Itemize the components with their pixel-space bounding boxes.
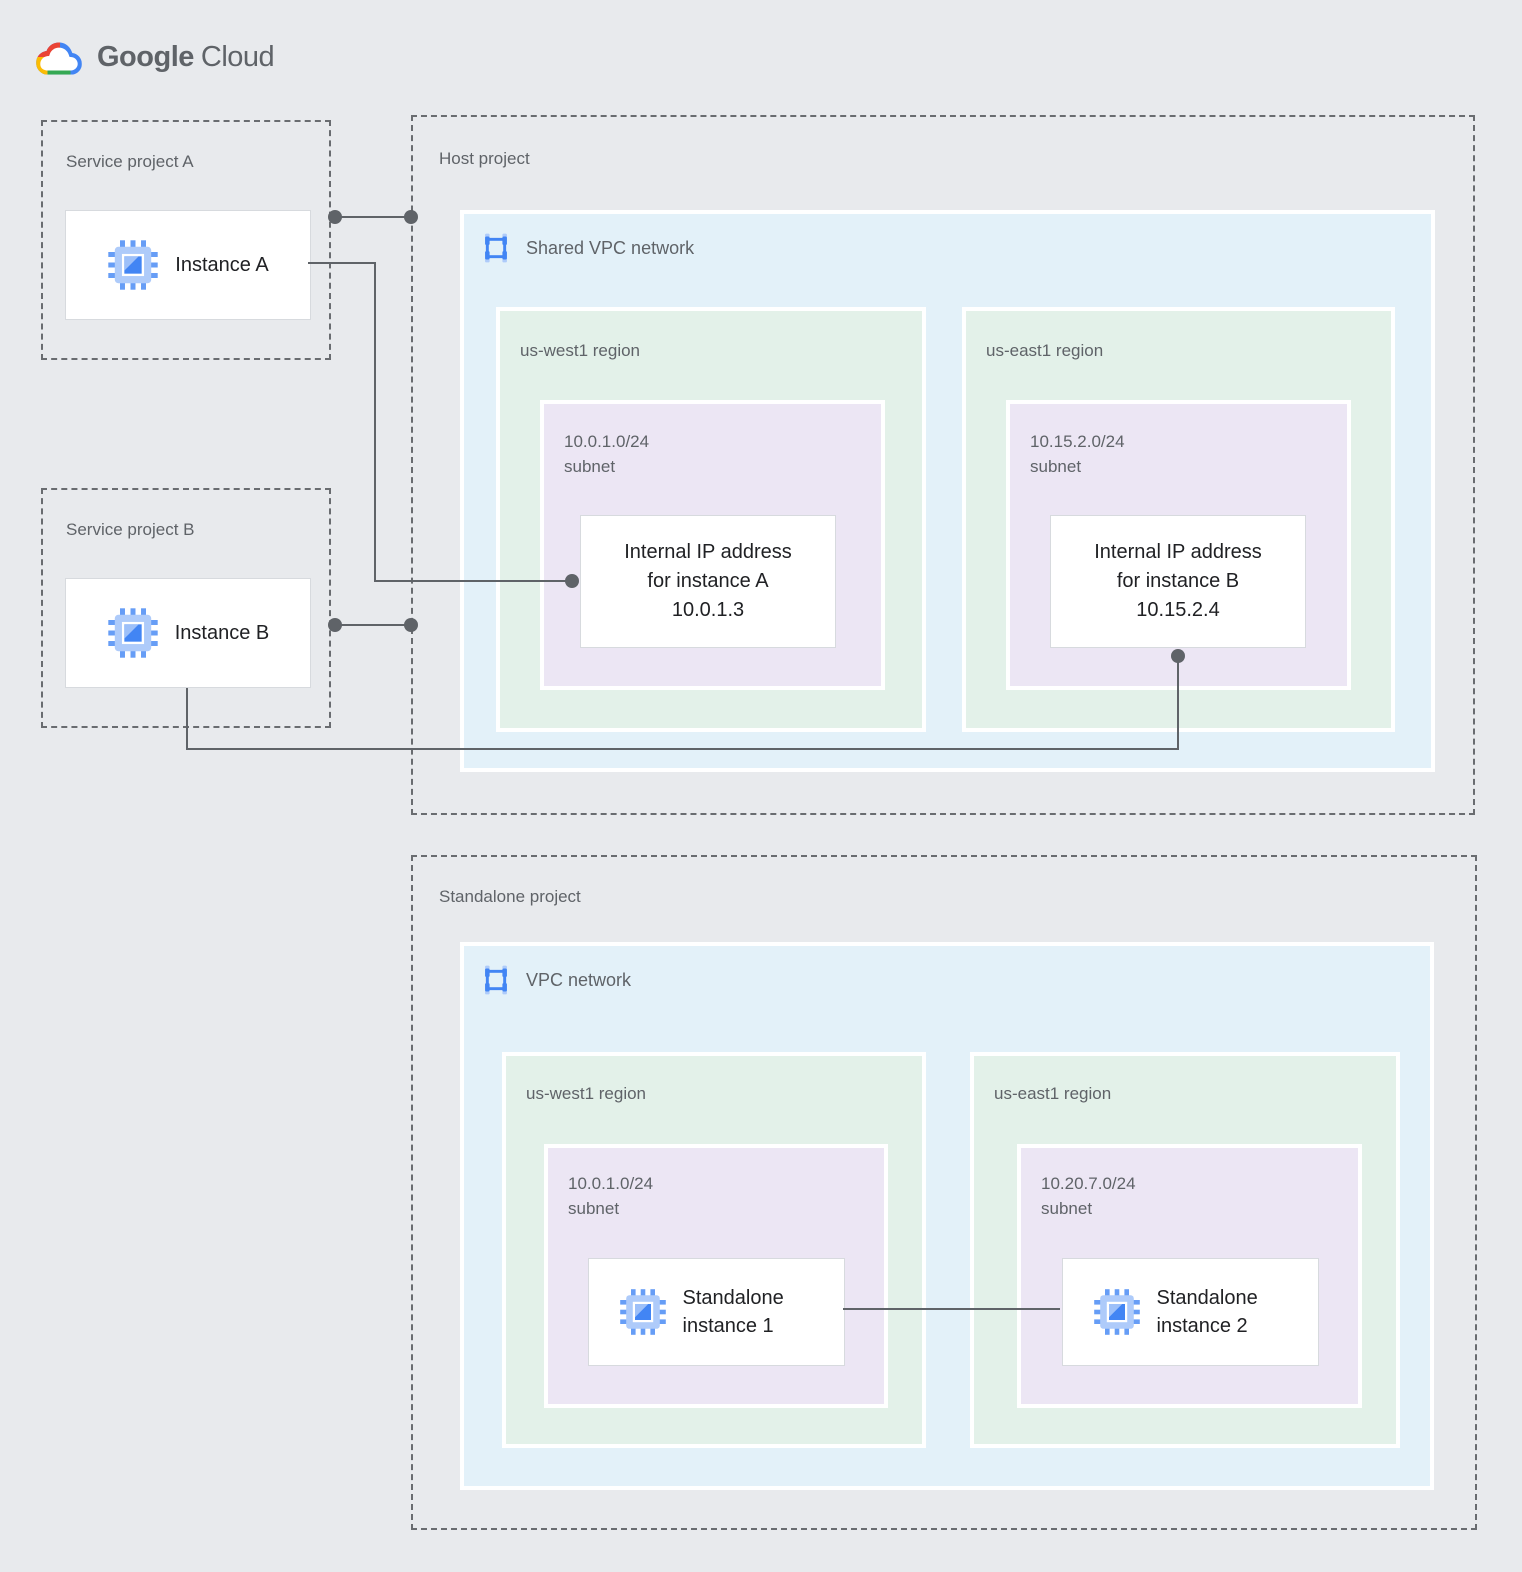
service-project-b-label: Service project B — [66, 520, 195, 539]
instance-a-card: Instance A — [65, 210, 311, 320]
standalone-region-us-east1-label: us-east1 region — [994, 1084, 1112, 1103]
instance-b-card: Instance B — [65, 578, 311, 688]
internal-ip-instance-b-card: Internal IP address for instance B 10.15… — [1050, 515, 1306, 648]
connector-project-b-host — [335, 624, 411, 626]
vpc-network-box: VPC network us-west1 region 10.0.1.0/24 … — [460, 942, 1434, 1490]
ip-card-line-3: 10.0.1.3 — [671, 599, 745, 621]
vpc-network-icon — [485, 233, 507, 263]
host-project-label: Host project — [439, 149, 530, 168]
ip-card-line-1: Internal IP address — [1094, 541, 1262, 563]
instance-b-label: Instance B — [174, 621, 270, 644]
shared-vpc-network-label: Shared VPC network — [526, 237, 695, 258]
compute-engine-icon — [108, 240, 158, 290]
connector-instance-a-segment-1 — [308, 262, 376, 264]
connection-endpoint-dot — [565, 574, 579, 588]
ip-card-line-2: for instance A — [647, 570, 769, 592]
host-subnet-us-west1: 10.0.1.0/24 subnet Internal IP address f… — [540, 400, 885, 690]
standalone-instance-2-card: Standalone instance 2 — [1062, 1258, 1319, 1366]
ip-card-line-2: for instance B — [1116, 570, 1240, 592]
logo-google-word: Google — [97, 40, 194, 73]
connection-endpoint-dot — [404, 618, 418, 632]
connector-instance-b-segment-3 — [1177, 655, 1179, 750]
host-subnet-us-east1: 10.15.2.0/24 subnet Internal IP address … — [1006, 400, 1351, 690]
connector-instance-a-segment-3 — [374, 580, 572, 582]
connection-endpoint-dot — [328, 618, 342, 632]
standalone-instance-2-label: Standalone instance 2 — [1156, 1287, 1258, 1337]
host-region-us-east1: us-east1 region 10.15.2.0/24 subnet Inte… — [962, 307, 1395, 732]
connection-endpoint-dot — [404, 210, 418, 224]
standalone-project-label: Standalone project — [439, 887, 581, 906]
internal-ip-instance-a-card: Internal IP address for instance A 10.0.… — [580, 515, 836, 648]
connector-project-a-host — [335, 216, 411, 218]
vpc-network-header: VPC network — [480, 964, 631, 996]
subnet-word: subnet — [568, 1198, 620, 1218]
google-cloud-logo-icon — [36, 42, 82, 75]
service-project-a-box: Service project A Instance A — [41, 120, 331, 360]
subnet-word: subnet — [1041, 1198, 1093, 1218]
subnet-cidr: 10.20.7.0/24 — [1041, 1174, 1136, 1193]
service-project-a-label: Service project A — [66, 152, 194, 171]
standalone-region-us-east1: us-east1 region 10.20.7.0/24 subnet — [970, 1052, 1400, 1448]
host-subnet-us-west1-label: 10.0.1.0/24 subnet — [564, 430, 649, 479]
connector-standalone-instances — [843, 1308, 1060, 1310]
standalone-region-us-west1-label: us-west1 region — [526, 1084, 647, 1103]
subnet-cidr: 10.0.1.0/24 — [564, 432, 650, 451]
host-subnet-us-east1-label: 10.15.2.0/24 subnet — [1030, 430, 1125, 479]
host-region-us-west1-label: us-west1 region — [520, 341, 641, 360]
standalone-instance-1-card: Standalone instance 1 — [588, 1258, 845, 1366]
subnet-word: subnet — [564, 456, 616, 476]
host-project-box: Host project Shar — [411, 115, 1475, 815]
connector-instance-b-segment-2 — [186, 748, 1179, 750]
subnet-cidr: 10.15.2.0/24 — [1030, 432, 1125, 451]
shared-vpc-network-box: Shared VPC network us-west1 region 10.0.… — [460, 210, 1435, 772]
standalone-subnet-us-west1-label: 10.0.1.0/24 subnet — [568, 1172, 653, 1221]
standalone-project-box: Standalone project — [411, 855, 1477, 1530]
compute-engine-icon — [619, 1289, 666, 1335]
compute-engine-icon — [108, 608, 158, 658]
ip-card-line-3: 10.15.2.4 — [1136, 599, 1220, 621]
connector-instance-a-segment-2 — [374, 262, 376, 582]
connection-endpoint-dot — [1171, 649, 1185, 663]
connector-instance-b-segment-1 — [186, 688, 188, 750]
standalone-subnet-us-east1-label: 10.20.7.0/24 subnet — [1041, 1172, 1136, 1221]
standalone-region-us-west1: us-west1 region 10.0.1.0/24 subnet — [502, 1052, 926, 1448]
shared-vpc-network-header: Shared VPC network — [480, 232, 694, 264]
logo-cloud-word: Cloud — [200, 40, 275, 73]
instance-a-label: Instance A — [175, 253, 269, 276]
compute-engine-icon — [1093, 1289, 1140, 1335]
standalone-instance-1-label: Standalone instance 1 — [682, 1287, 784, 1337]
subnet-cidr: 10.0.1.0/24 — [568, 1174, 654, 1193]
host-region-us-east1-label: us-east1 region — [986, 341, 1104, 360]
vpc-network-icon — [485, 965, 507, 995]
standalone-subnet-us-west1: 10.0.1.0/24 subnet — [544, 1144, 888, 1408]
ip-card-line-1: Internal IP address — [624, 541, 792, 563]
connection-endpoint-dot — [328, 210, 342, 224]
host-region-us-west1: us-west1 region 10.0.1.0/24 subnet Inter… — [496, 307, 926, 732]
vpc-network-label: VPC network — [526, 969, 632, 990]
standalone-subnet-us-east1: 10.20.7.0/24 subnet — [1017, 1144, 1362, 1408]
subnet-word: subnet — [1030, 456, 1082, 476]
